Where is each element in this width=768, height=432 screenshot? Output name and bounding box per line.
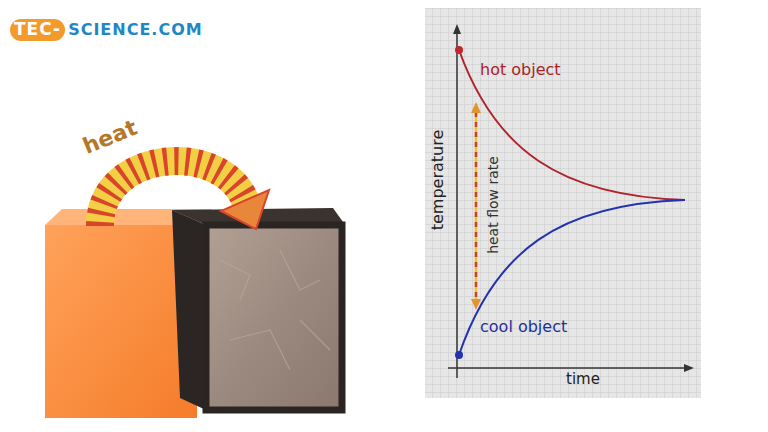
start-dot <box>455 351 463 359</box>
x-axis <box>448 367 686 369</box>
hot-cube <box>45 209 212 418</box>
heat-band <box>100 161 245 226</box>
curve-label: hot object <box>480 61 561 79</box>
axis-title: time <box>566 371 600 388</box>
axis-title: temperature <box>429 130 447 231</box>
cool-cube <box>172 208 343 410</box>
heat-stripes <box>100 161 245 226</box>
chart-panel <box>425 8 701 398</box>
heat-flow-arrow <box>475 112 478 300</box>
heat-flow-label: heat flow rate <box>485 156 501 254</box>
cube-side <box>172 210 206 410</box>
heat-arrowhead <box>221 190 269 229</box>
heat-label: heat <box>79 115 140 159</box>
cube-front <box>206 225 342 410</box>
axis-arrowhead <box>684 364 694 372</box>
stone-texture <box>220 250 330 370</box>
chart <box>425 8 701 398</box>
chart-grid <box>425 8 701 398</box>
axis-arrowhead <box>453 24 461 34</box>
start-dot <box>455 46 463 54</box>
logo-mark: TEC- <box>10 19 65 41</box>
heat-flow-dashes <box>475 112 478 300</box>
curve-label: cool object <box>480 318 567 336</box>
y-axis <box>456 32 458 378</box>
heat-arrow <box>100 161 269 229</box>
heat-flow-arrowhead <box>471 102 481 113</box>
heat-flow-arrowhead <box>471 299 481 310</box>
logo-text: SCIENCE.COM <box>68 21 203 39</box>
